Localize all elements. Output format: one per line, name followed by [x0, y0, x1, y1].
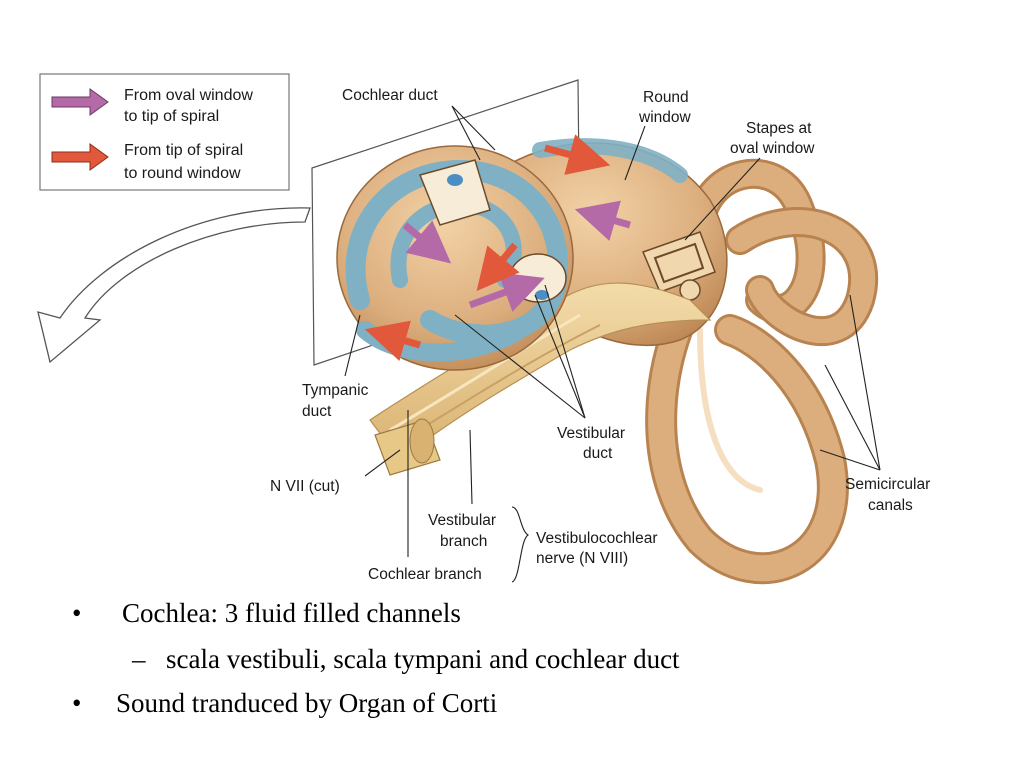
leader-lines — [344, 105, 881, 583]
label-cochlear-branch: Cochlear branch — [368, 566, 482, 583]
label-semicircular-line2: canals — [868, 497, 913, 514]
label-semicircular-line1: Semicircular — [845, 476, 930, 493]
bullet-text-2: Sound tranduced by Organ of Corti — [116, 688, 498, 718]
red-arrow-icon — [51, 143, 109, 171]
label-round-window-line1: Round — [643, 89, 689, 106]
bullet-item-2: • Sound tranduced by Organ of Corti — [72, 688, 497, 719]
cochlea — [336, 145, 574, 371]
bullet-dot: • — [72, 688, 82, 718]
label-vestibular-duct-line1: Vestibular — [557, 425, 625, 442]
bullet-text-1: Cochlea: 3 fluid filled channels — [122, 598, 461, 628]
label-stapes-line2: oval window — [730, 140, 815, 157]
label-vestibulocochlear-line2: nerve (N VIII) — [536, 550, 628, 567]
purple-arrow-icon — [51, 88, 109, 116]
label-vestibular-duct-line2: duct — [583, 445, 613, 462]
label-vestibular-branch-line2: branch — [440, 533, 487, 550]
sub-bullet-item: –scala vestibuli, scala tympani and coch… — [132, 644, 680, 675]
bullet-dot: • — [72, 598, 82, 628]
label-vestibular-branch-line1: Vestibular — [428, 512, 496, 529]
legend-item-2-line2: to round window — [124, 165, 241, 182]
legend-item-1-line2: to tip of spiral — [124, 108, 219, 125]
pull-out-arrow-icon — [37, 207, 311, 364]
semicircular-canals — [645, 158, 879, 585]
label-tympanic-line1: Tympanic — [302, 382, 369, 399]
legend: From oval window to tip of spiral From t… — [39, 73, 290, 191]
labels: Cochlear duct Round window Stapes at ova… — [270, 87, 930, 583]
stapes — [641, 231, 716, 301]
label-vestibulocochlear-line1: Vestibulocochlear — [536, 530, 658, 547]
label-tympanic-line2: duct — [302, 403, 332, 420]
label-stapes-line1: Stapes at — [746, 120, 812, 137]
legend-item-1-line1: From oval window — [124, 87, 253, 104]
inner-ear-diagram: From oval window to tip of spiral From t… — [37, 73, 930, 585]
legend-item-2-line1: From tip of spiral — [124, 142, 243, 159]
label-cochlear-duct: Cochlear duct — [342, 87, 438, 104]
sub-bullet-text: scala vestibuli, scala tympani and cochl… — [166, 644, 680, 674]
bullet-item-1: • Cochlea: 3 fluid filled channels — [72, 598, 461, 629]
label-n-vii: N VII (cut) — [270, 478, 340, 495]
sub-bullet-dash: – — [132, 644, 146, 674]
label-round-window-line2: window — [638, 109, 691, 126]
